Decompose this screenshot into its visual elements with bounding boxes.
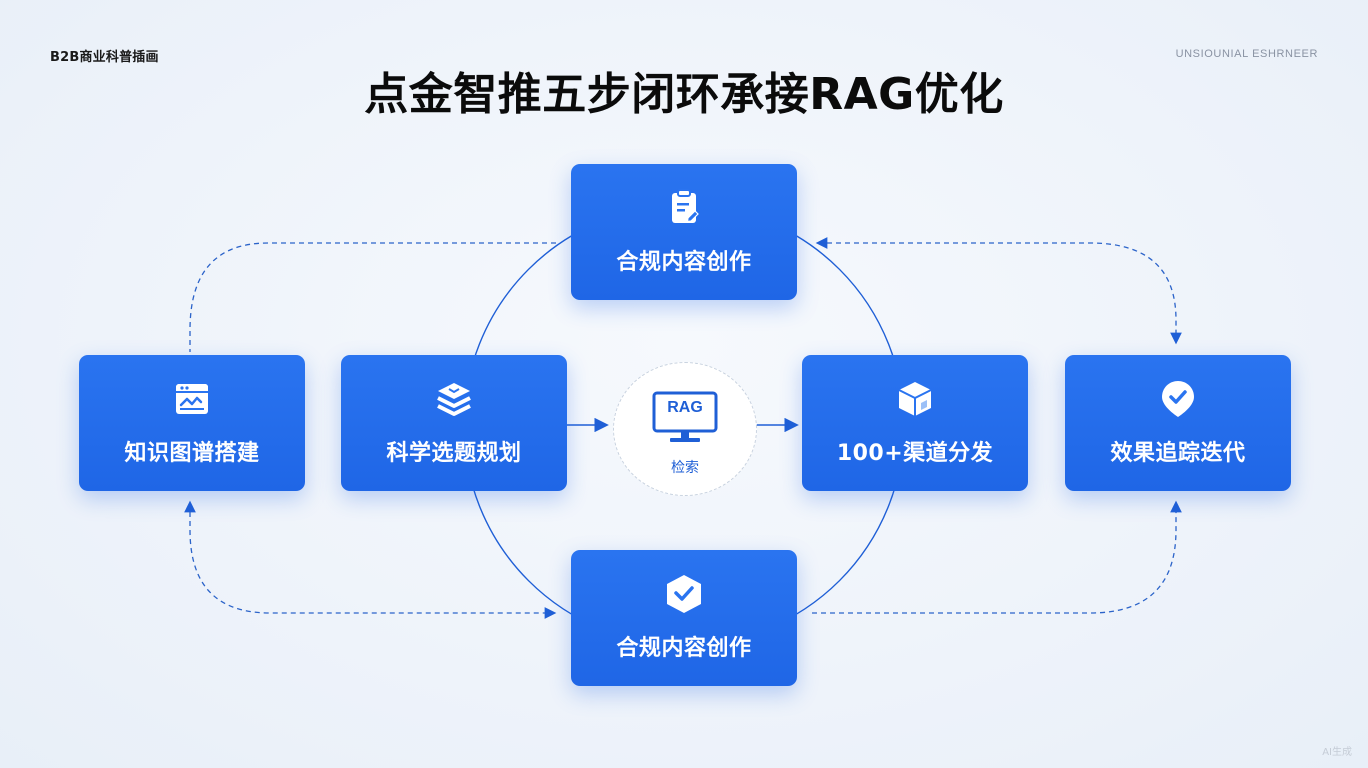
node-performance-tracking[interactable]: 效果追踪迭代	[1065, 355, 1291, 491]
rag-retrieval-hub[interactable]: RAG 检索	[613, 362, 757, 496]
node-content-creation-top[interactable]: 合规内容创作	[571, 164, 797, 300]
node-label: 科学选题规划	[386, 441, 522, 466]
node-channel-distribution[interactable]: 100+渠道分发	[802, 355, 1028, 491]
calendar-chart-icon	[176, 384, 208, 414]
node-label: 合规内容创作	[616, 636, 752, 661]
dashed-link-bottom-right	[812, 500, 1182, 614]
node-label: 合规内容创作	[616, 250, 752, 275]
cube-icon	[898, 382, 932, 416]
page-title: 点金智推五步闭环承接RAG优化	[364, 69, 1004, 120]
node-label: 效果追踪迭代	[1110, 441, 1246, 466]
shield-check-icon	[667, 575, 701, 613]
node-content-creation-bottom[interactable]: 合规内容创作	[571, 550, 797, 686]
clipboard-edit-icon	[672, 189, 699, 223]
node-knowledge-graph[interactable]: 知识图谱搭建	[79, 355, 305, 491]
brand-label: UNSIOUNIAL ESHRNEER	[1175, 48, 1318, 60]
layers-icon	[437, 383, 471, 416]
node-topic-planning[interactable]: 科学选题规划	[341, 355, 567, 491]
category-label: B2B商业科普插画	[50, 50, 159, 65]
dashed-link-top-right	[815, 237, 1182, 345]
rag-screen-text: RAG	[667, 399, 703, 416]
hub-label: 检索	[671, 460, 699, 476]
node-label: 知识图谱搭建	[124, 441, 260, 466]
monitor-icon	[652, 391, 718, 442]
node-label: 100+渠道分发	[836, 441, 994, 466]
dashed-link-top-left	[189, 242, 556, 352]
ai-watermark: AI生成	[1322, 747, 1352, 758]
location-check-icon	[1162, 381, 1194, 417]
dashed-link-bottom-left	[184, 500, 557, 619]
